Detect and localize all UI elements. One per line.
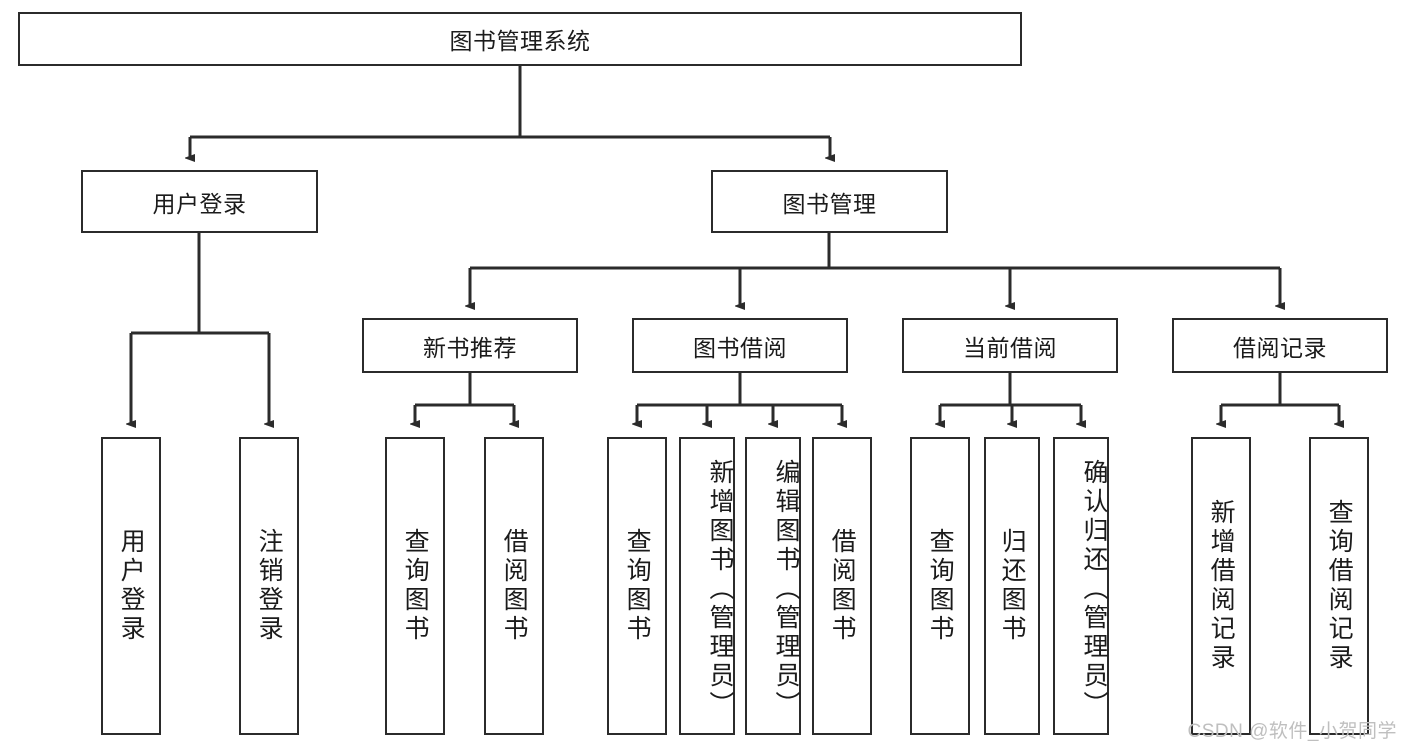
node-leaf-add-borrow-record[interactable]: 新增借阅记录 [1191,437,1251,735]
node-leaf-label: 确认归还（管理员） [1080,458,1108,720]
node-root-system[interactable]: 图书管理系统 [18,12,1022,66]
node-leaf-label: 新增借阅记录 [1207,499,1236,673]
node-user-login-label: 用户登录 [152,190,247,217]
node-leaf-label: 查询图书 [623,528,652,644]
node-book-management-label: 图书管理 [782,190,877,217]
node-user-login[interactable]: 用户登录 [81,170,318,233]
node-borrow-records-label: 借阅记录 [1233,334,1327,361]
node-leaf-label: 查询借阅记录 [1325,499,1354,673]
node-root-label: 图书管理系统 [449,28,591,54]
node-leaf-add-book-admin[interactable]: 新增图书（管理员） [679,437,735,735]
node-leaf-label: 归还图书 [998,528,1027,644]
node-leaf-user-login[interactable]: 用户登录 [101,437,161,735]
node-new-book-recommend[interactable]: 新书推荐 [362,318,578,373]
node-leaf-label: 用户登录 [117,528,146,644]
node-leaf-query-book-borrow[interactable]: 查询图书 [607,437,667,735]
node-leaf-query-book-recommend[interactable]: 查询图书 [385,437,445,735]
node-book-borrow[interactable]: 图书借阅 [632,318,848,373]
node-leaf-label: 借阅图书 [828,528,857,644]
node-current-borrow-label: 当前借阅 [963,334,1057,361]
node-leaf-label: 查询图书 [926,528,955,644]
node-leaf-label: 编辑图书（管理员） [772,458,800,720]
watermark-credit: CSDN @软件_小贺同学 [1187,721,1397,742]
node-leaf-query-borrow-record[interactable]: 查询借阅记录 [1309,437,1369,735]
node-leaf-edit-book-admin[interactable]: 编辑图书（管理员） [745,437,801,735]
node-leaf-label: 新增图书（管理员） [706,458,734,720]
node-leaf-borrow-book-recommend[interactable]: 借阅图书 [484,437,544,735]
node-leaf-borrow-book[interactable]: 借阅图书 [812,437,872,735]
node-current-borrow[interactable]: 当前借阅 [902,318,1118,373]
node-leaf-label: 查询图书 [401,528,430,644]
node-leaf-return-book[interactable]: 归还图书 [984,437,1040,735]
node-leaf-label: 注销登录 [255,528,284,644]
node-leaf-confirm-return-admin[interactable]: 确认归还（管理员） [1053,437,1109,735]
node-leaf-logout[interactable]: 注销登录 [239,437,299,735]
node-book-borrow-label: 图书借阅 [693,334,787,361]
node-borrow-records[interactable]: 借阅记录 [1172,318,1388,373]
node-new-book-recommend-label: 新书推荐 [423,334,517,361]
node-book-management[interactable]: 图书管理 [711,170,948,233]
node-leaf-label: 借阅图书 [500,528,529,644]
node-leaf-query-book-current[interactable]: 查询图书 [910,437,970,735]
